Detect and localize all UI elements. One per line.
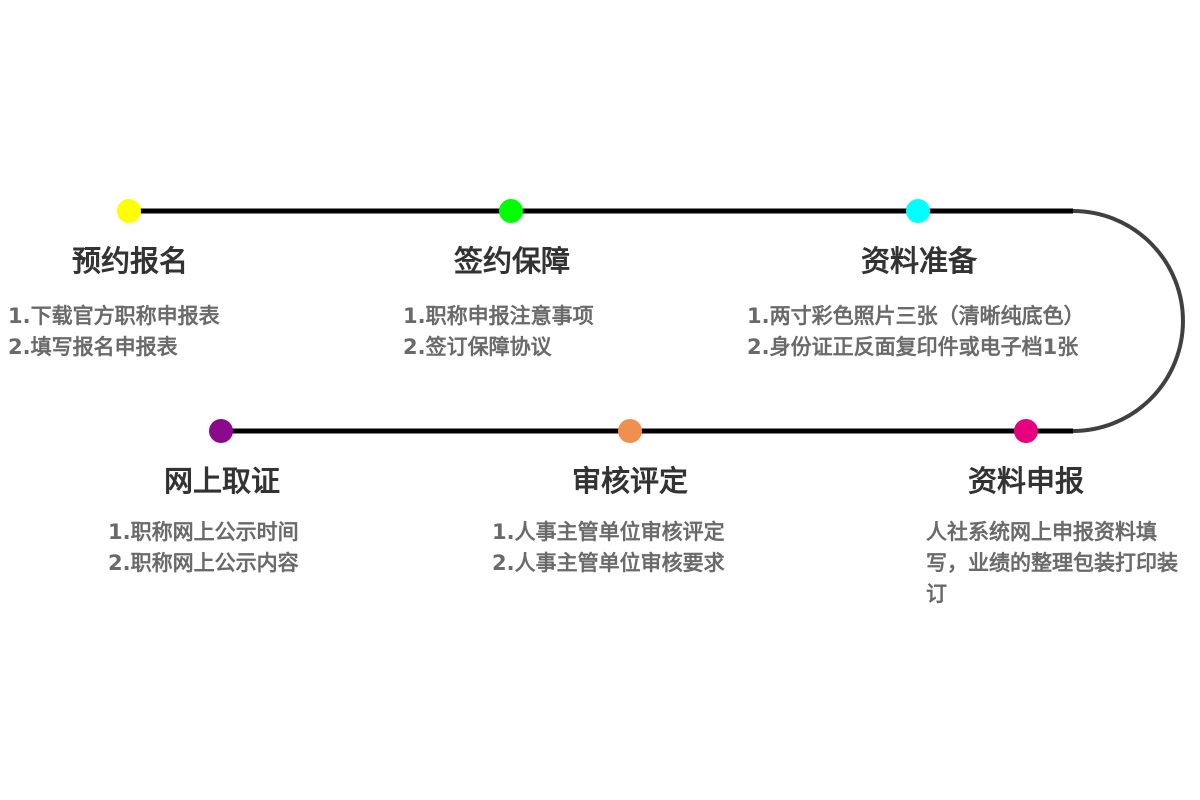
stage-title-1: 预约报名: [71, 244, 188, 278]
stage-6-detail-1: 1.职称网上公示时间: [108, 520, 299, 544]
stage-title-2: 签约保障: [453, 244, 570, 278]
stage-details-1: 1.下载官方职称申报表 2.填写报名申报表: [8, 301, 220, 363]
stage-3-detail-1: 1.两寸彩色照片三张（清晰纯底色）: [747, 304, 1085, 328]
stage-details-5: 1.人事主管单位审核评定 2.人事主管单位审核要求: [492, 517, 725, 579]
stage-5-detail-1: 1.人事主管单位审核评定: [492, 520, 725, 544]
stage-title-4: 资料申报: [967, 464, 1084, 498]
stage-node-6: [209, 419, 233, 443]
stage-node-2: [499, 199, 523, 223]
stage-4-detail-1: 人社系统网上申报资料填写，业绩的整理包装打印装订: [926, 520, 1178, 606]
stage-1-detail-2: 2.填写报名申报表: [8, 335, 178, 359]
stage-1-detail-1: 1.下载官方职称申报表: [8, 304, 220, 328]
stage-2-detail-2: 2.签订保障协议: [403, 335, 552, 359]
stage-node-4: [1014, 419, 1038, 443]
stage-details-3: 1.两寸彩色照片三张（清晰纯底色） 2.身份证正反面复印件或电子档1张: [747, 301, 1085, 363]
stage-2-detail-1: 1.职称申报注意事项: [403, 304, 594, 328]
stage-title-6: 网上取证: [163, 464, 280, 498]
stage-5-detail-2: 2.人事主管单位审核要求: [492, 551, 725, 575]
stage-node-3: [906, 199, 930, 223]
stage-details-2: 1.职称申报注意事项 2.签订保障协议: [403, 301, 594, 363]
stage-title-3: 资料准备: [860, 244, 977, 278]
stage-node-1: [117, 199, 141, 223]
stage-3-detail-2: 2.身份证正反面复印件或电子档1张: [747, 335, 1079, 359]
stage-details-6: 1.职称网上公示时间 2.职称网上公示内容: [108, 517, 299, 579]
timeline-curve: [1072, 209, 1185, 433]
stage-details-4: 人社系统网上申报资料填写，业绩的整理包装打印装订: [926, 517, 1194, 610]
stage-6-detail-2: 2.职称网上公示内容: [108, 551, 299, 575]
stage-title-5: 审核评定: [571, 464, 688, 498]
stage-node-5: [618, 419, 642, 443]
